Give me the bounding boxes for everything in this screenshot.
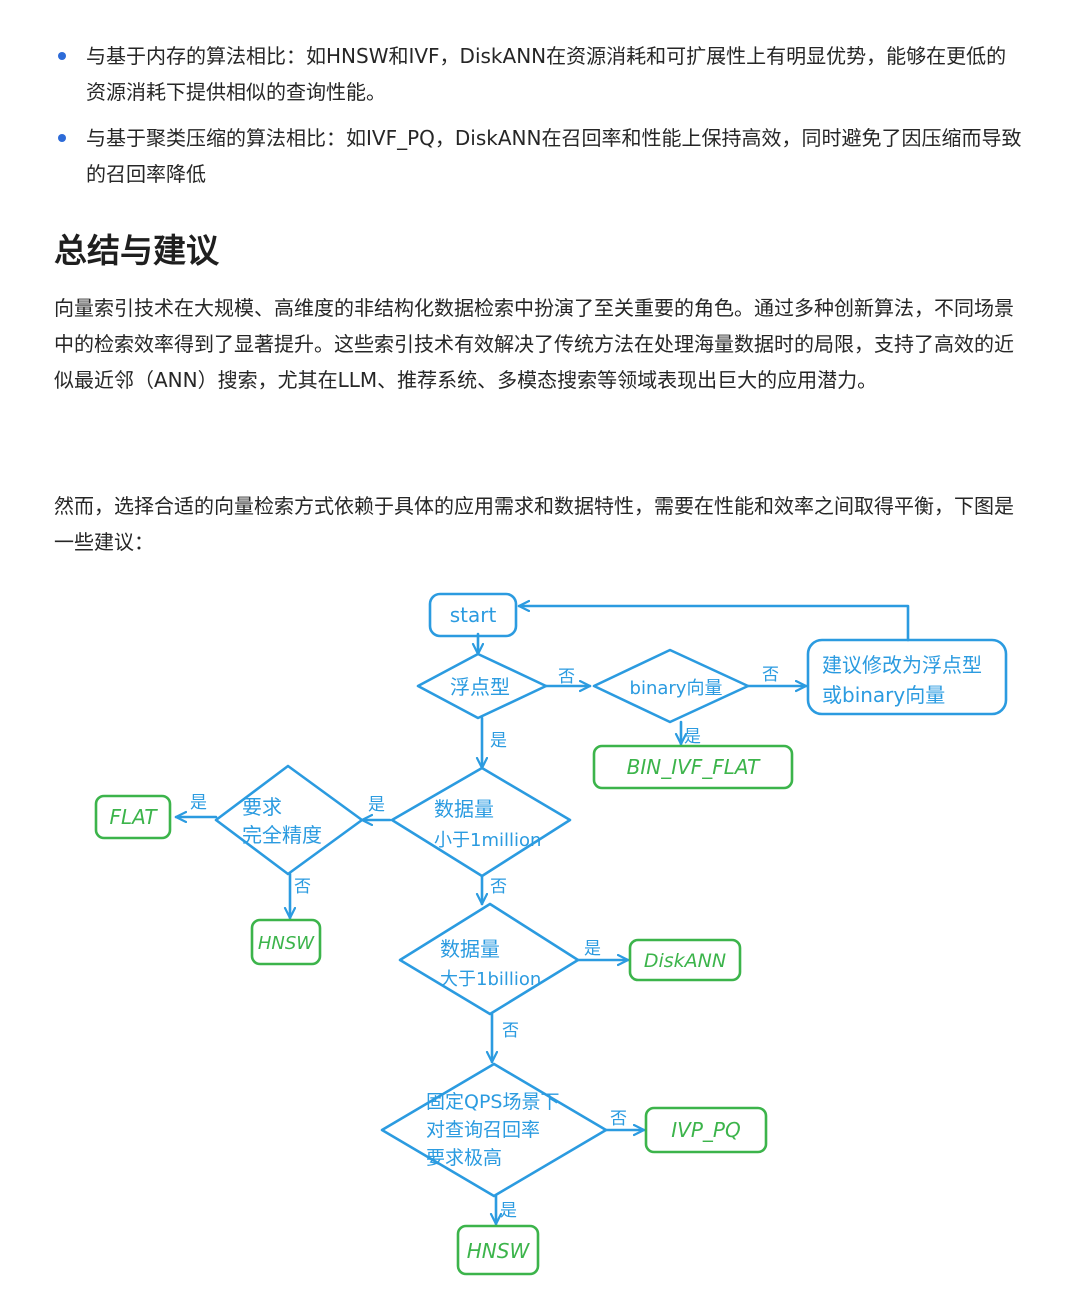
bullet-dot [58, 52, 66, 60]
node-suggest [806, 638, 1008, 716]
label-ivf-pq: IVP_PQ [671, 1118, 740, 1142]
edge-label: 否 [294, 877, 311, 897]
label-qps-1: 固定QPS场景下 [426, 1091, 559, 1113]
node-big [398, 902, 580, 1016]
bullet-list: 与基于内存的算法相比：如HNSW和IVF，DiskANN在资源消耗和可扩展性上有… [54, 38, 1024, 202]
edge-label: 是 [490, 731, 507, 751]
label-bin-ivf-flat: BIN_IVF_FLAT [627, 755, 762, 779]
label-suggest-1: 建议修改为浮点型 [822, 653, 982, 677]
bullet-text: 与基于内存的算法相比：如HNSW和IVF，DiskANN在资源消耗和可扩展性上有… [86, 44, 1007, 104]
node-float [416, 652, 548, 720]
node-precise [214, 764, 364, 876]
bullet-text: 与基于聚类压缩的算法相比：如IVF_PQ，DiskANN在召回率和性能上保持高效… [86, 126, 1022, 186]
label-start: start [450, 603, 497, 627]
edge-label: 是 [500, 1201, 517, 1221]
edge-label: 否 [610, 1109, 627, 1129]
label-suggest-2: 或binary向量 [822, 683, 945, 707]
node-start [428, 592, 518, 638]
paragraph: 向量索引技术在大规模、高维度的非结构化数据检索中扮演了至关重要的角色。通过多种创… [54, 296, 1014, 392]
node-qps [380, 1062, 608, 1198]
node-hnsw-top [250, 918, 322, 966]
label-small-2: 小于1million [434, 830, 541, 851]
label-hnsw-bottom: HNSW [467, 1239, 531, 1263]
label-precise-1: 要求 [242, 795, 282, 819]
node-bin-ivf-flat [592, 744, 794, 790]
edge-label: 是 [368, 795, 385, 815]
edge-label: 否 [490, 877, 507, 897]
edge-label: 是 [584, 939, 601, 959]
flowchart: start 浮点型 binary向量 建议修改为浮点型 或binary向量 数据… [94, 592, 1008, 1276]
label-diskann: DiskANN [644, 950, 726, 972]
node-diskann [628, 938, 742, 982]
node-small [390, 766, 572, 878]
label-flat: FLAT [109, 805, 158, 829]
label-qps-3: 要求极高 [426, 1147, 502, 1169]
label-hnsw-top: HNSW [258, 933, 315, 954]
node-hnsw-bottom [456, 1224, 540, 1276]
bullet-item: 与基于聚类压缩的算法相比：如IVF_PQ，DiskANN在召回率和性能上保持高效… [54, 120, 1024, 192]
edge-label: 否 [502, 1021, 519, 1041]
label-qps-2: 对查询召回率 [426, 1119, 540, 1141]
edge-label: 否 [558, 667, 575, 687]
edge-label: 是 [684, 727, 701, 747]
node-binary [592, 648, 750, 724]
label-float: 浮点型 [450, 675, 510, 699]
node-flat [94, 794, 172, 840]
label-precise-2: 完全精度 [242, 823, 322, 847]
bullet-dot [58, 134, 66, 142]
edge-suggest-start [517, 606, 910, 642]
edge-label: 否 [762, 665, 779, 685]
node-ivf-pq [644, 1106, 768, 1154]
label-binary: binary向量 [630, 678, 723, 699]
edge-label: 是 [190, 793, 207, 813]
paragraph: 然而，选择合适的向量检索方式依赖于具体的应用需求和数据特性，需要在性能和效率之间… [54, 494, 1014, 554]
label-small-1: 数据量 [434, 797, 494, 821]
label-big-1: 数据量 [440, 937, 500, 961]
label-big-2: 大于1billion [440, 969, 541, 990]
section-heading: 总结与建议 [54, 231, 219, 270]
bullet-item: 与基于内存的算法相比：如HNSW和IVF，DiskANN在资源消耗和可扩展性上有… [54, 38, 1024, 110]
